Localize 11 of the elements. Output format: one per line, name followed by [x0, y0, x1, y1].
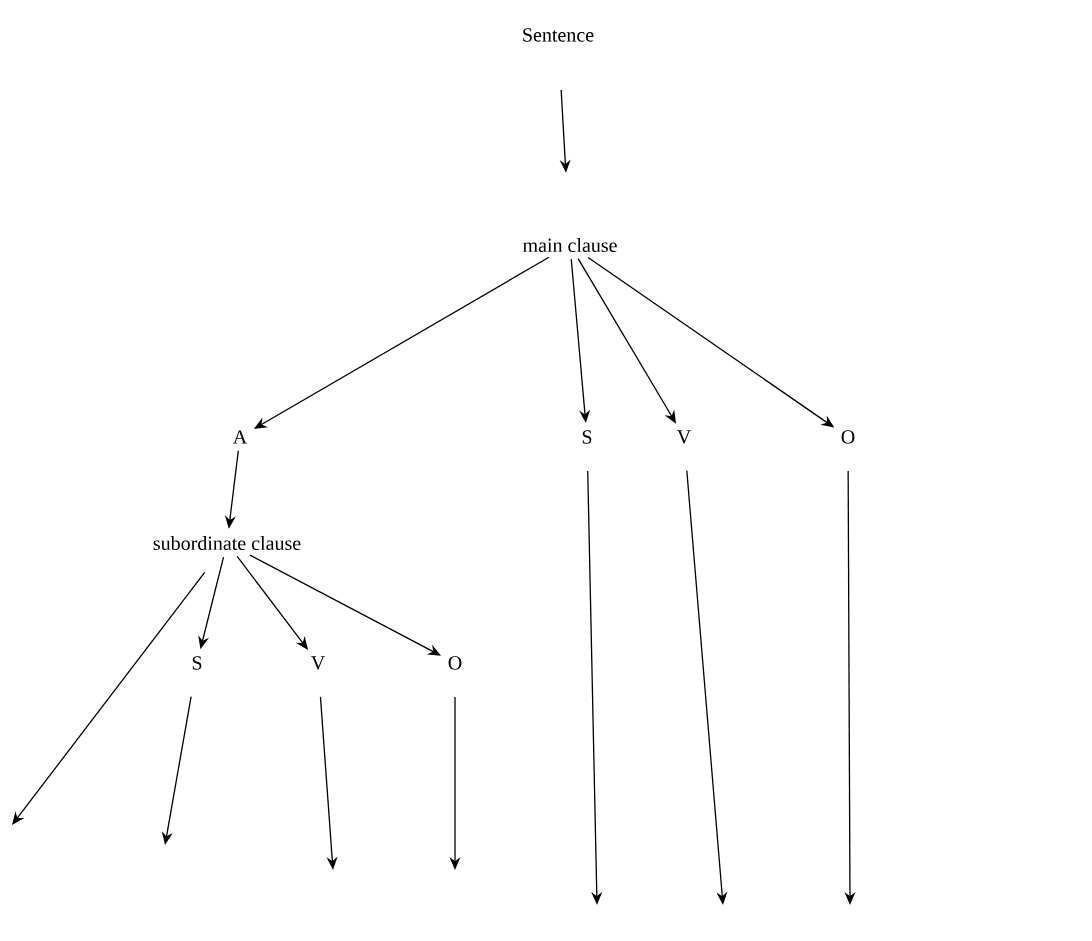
- tree-label: V: [311, 656, 325, 670]
- tree-label: V: [677, 430, 691, 444]
- tree-label: O: [448, 656, 462, 670]
- tree-label: S: [582, 430, 592, 444]
- tree-label: O: [841, 430, 855, 444]
- tree-label: subordinate clause: [153, 535, 301, 551]
- arrow: [12, 571, 206, 825]
- tree-label: A: [233, 430, 248, 444]
- tree-label: Sentence: [523, 28, 594, 42]
- tree-label: S: [192, 656, 202, 670]
- tree-label: main clause: [522, 237, 617, 253]
